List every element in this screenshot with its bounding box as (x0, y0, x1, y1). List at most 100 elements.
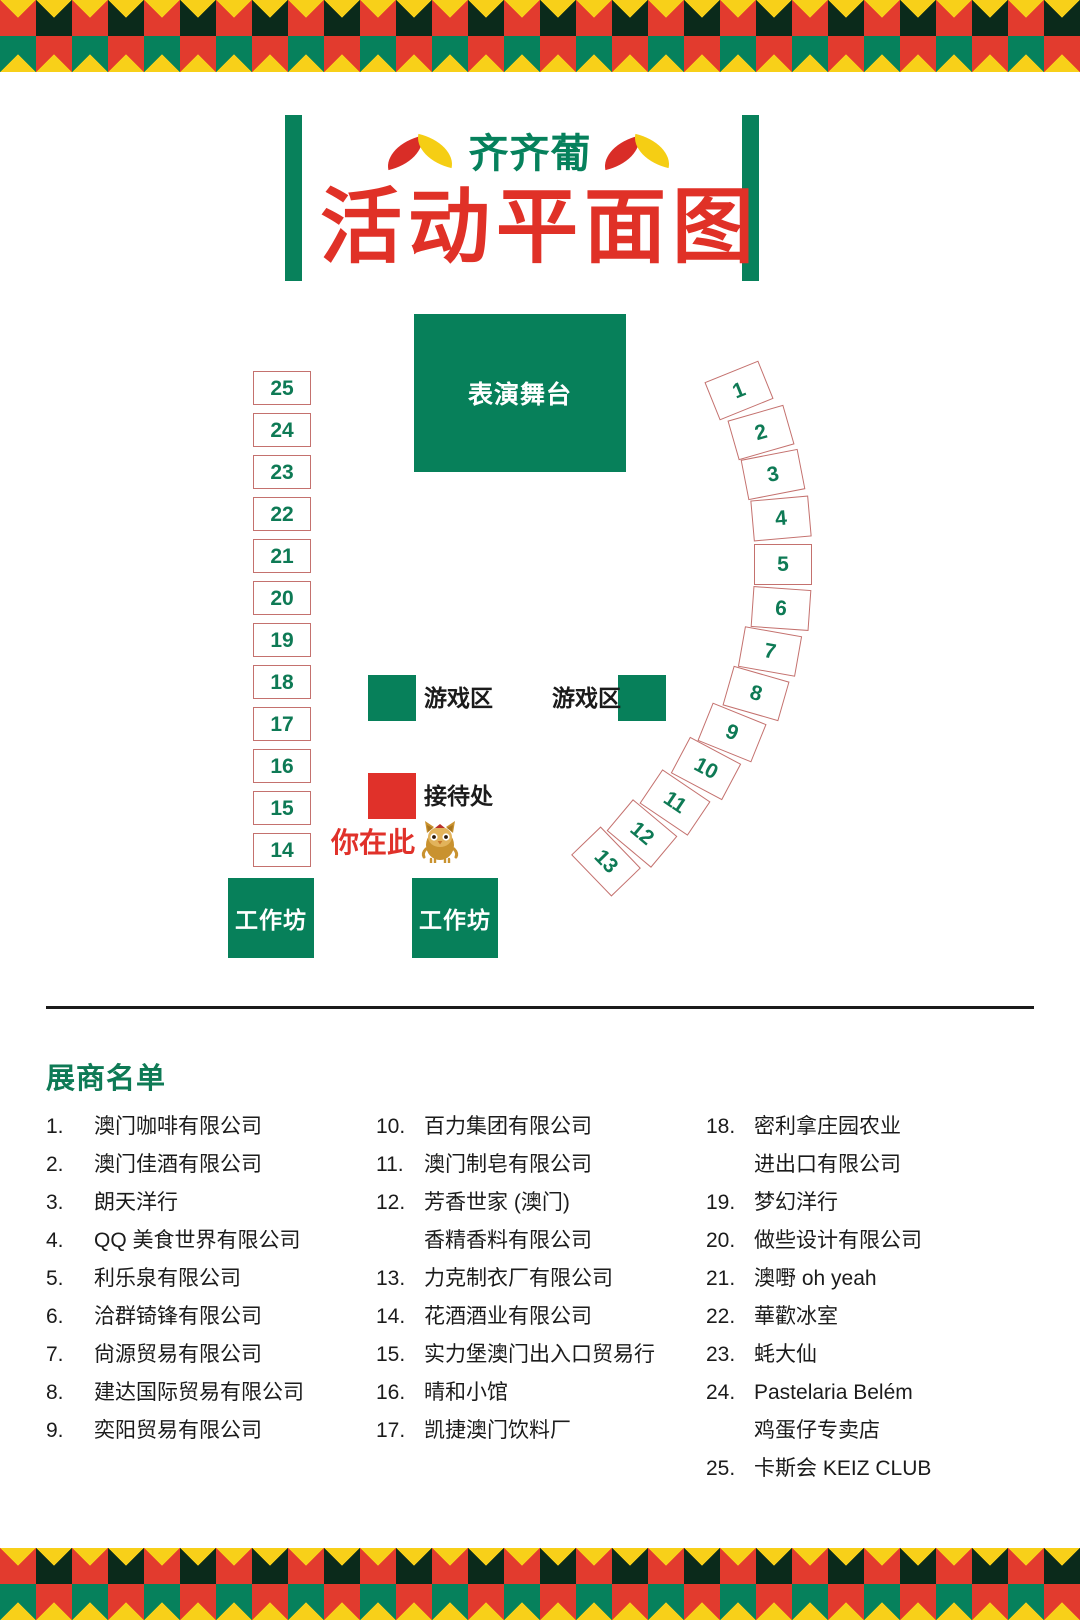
border-triangle (504, 0, 540, 36)
booth-18[interactable]: 18 (253, 665, 311, 699)
border-triangle (504, 36, 540, 72)
booth-22[interactable]: 22 (253, 497, 311, 531)
exhibitor-number: 25. (706, 1457, 736, 1480)
exhibitor-name: 澳门咖啡有限公司 (94, 1115, 262, 1138)
booth-17[interactable]: 17 (253, 707, 311, 741)
booth-16[interactable]: 16 (253, 749, 311, 783)
you-are-here-label: 你在此 (331, 827, 416, 858)
border-triangle (720, 1584, 756, 1620)
leaf-yellow-icon (629, 133, 674, 169)
exhibitor-number: 3. (46, 1191, 64, 1214)
exhibitor-name: 实力堡澳门出入口贸易行 (424, 1343, 655, 1366)
booth-6[interactable]: 6 (750, 586, 812, 631)
list-item: 23.蚝大仙 (706, 1336, 1036, 1374)
border-triangle (108, 1548, 144, 1584)
border-triangle-row-upper (0, 1548, 1080, 1584)
border-triangle (612, 1584, 648, 1620)
zone-game-area-1-swatch (368, 675, 416, 721)
border-triangle (288, 1584, 324, 1620)
exhibitor-number: 16. (376, 1381, 406, 1404)
border-triangle (324, 36, 360, 72)
exhibitor-name: 朗天洋行 (94, 1191, 178, 1214)
border-triangle (216, 1584, 252, 1620)
border-triangle (828, 1584, 864, 1620)
title-bar-left (285, 115, 302, 281)
top-decorative-border (0, 0, 1080, 72)
exhibitor-name: 澳门佳酒有限公司 (94, 1153, 262, 1176)
border-triangle (0, 36, 36, 72)
exhibitor-name: 洽群锜锋有限公司 (94, 1305, 262, 1328)
exhibitor-name: 澳门制皂有限公司 (424, 1153, 592, 1176)
booth-4[interactable]: 4 (750, 495, 812, 542)
border-triangle (792, 1548, 828, 1584)
border-triangle (612, 36, 648, 72)
exhibitor-name: 百力集团有限公司 (424, 1115, 592, 1138)
border-triangle (360, 1548, 396, 1584)
border-triangle (396, 36, 432, 72)
booth-24[interactable]: 24 (253, 413, 311, 447)
border-triangle-row-lower (0, 1584, 1080, 1620)
exhibitor-name-continued: 鸡蛋仔专卖店 (754, 1419, 880, 1442)
leaf-yellow-icon (412, 133, 457, 169)
booth-25[interactable]: 25 (253, 371, 311, 405)
list-item: 2. 澳门佳酒有限公司 (46, 1146, 376, 1184)
zone-workshop-1: 工作坊 (228, 878, 314, 958)
border-triangle (756, 36, 792, 72)
zone-workshop-2-label: 工作坊 (419, 907, 491, 933)
booth-21[interactable]: 21 (253, 539, 311, 573)
title-block: 齐齐葡 活动平面图 (0, 108, 1080, 286)
border-triangle (504, 1584, 540, 1620)
list-item: 9.奕阳贸易有限公司 (46, 1412, 376, 1450)
border-triangle (468, 1584, 504, 1620)
exhibitor-number: 24. (706, 1381, 736, 1404)
border-triangle (72, 1548, 108, 1584)
border-triangle (576, 1548, 612, 1584)
border-triangle (756, 1548, 792, 1584)
border-triangle (36, 1584, 72, 1620)
exhibitor-number: 6. (46, 1305, 64, 1328)
exhibitor-name: 奕阳贸易有限公司 (94, 1419, 262, 1442)
border-triangle (396, 1548, 432, 1584)
border-triangle (900, 36, 936, 72)
list-item: 21.澳嘢 oh yeah (706, 1260, 1036, 1298)
zone-reception-label: 接待处 (424, 783, 493, 809)
booth-15[interactable]: 15 (253, 791, 311, 825)
list-item: 5.利乐泉有限公司 (46, 1260, 376, 1298)
exhibitor-number: 2. (46, 1153, 64, 1176)
border-triangle (576, 36, 612, 72)
border-triangle (36, 36, 72, 72)
border-triangle (360, 1584, 396, 1620)
border-triangle (936, 36, 972, 72)
border-triangle (432, 0, 468, 36)
border-triangle (540, 36, 576, 72)
border-triangle (252, 1584, 288, 1620)
zone-performance-stage: 表演舞台 (414, 314, 626, 472)
border-triangle-row-lower (0, 36, 1080, 72)
booth-5[interactable]: 5 (754, 544, 812, 585)
bottom-decorative-border (0, 1548, 1080, 1620)
exhibitor-number: 1. (46, 1115, 64, 1138)
zone-stage-label: 表演舞台 (467, 381, 572, 409)
border-triangle (864, 0, 900, 36)
border-triangle (936, 1584, 972, 1620)
leaf-decoration-left (382, 133, 459, 174)
booth-20[interactable]: 20 (253, 581, 311, 615)
booth-23[interactable]: 23 (253, 455, 311, 489)
list-item: 1. 澳门咖啡有限公司 (46, 1108, 376, 1146)
border-triangle (936, 0, 972, 36)
list-item: 14.花酒酒业有限公司 (376, 1298, 706, 1336)
list-item: 3. 朗天洋行 (46, 1184, 376, 1222)
exhibitor-number: 13. (376, 1267, 406, 1290)
border-triangle (468, 0, 504, 36)
border-triangle (1008, 36, 1044, 72)
border-triangle (1044, 0, 1080, 36)
exhibitor-name-continued: 进出口有限公司 (754, 1153, 901, 1176)
border-triangle (180, 0, 216, 36)
booth-14[interactable]: 14 (253, 833, 311, 867)
exhibitor-number: 14. (376, 1305, 406, 1328)
booth-19[interactable]: 19 (253, 623, 311, 657)
border-triangle (864, 1584, 900, 1620)
border-triangle (72, 36, 108, 72)
